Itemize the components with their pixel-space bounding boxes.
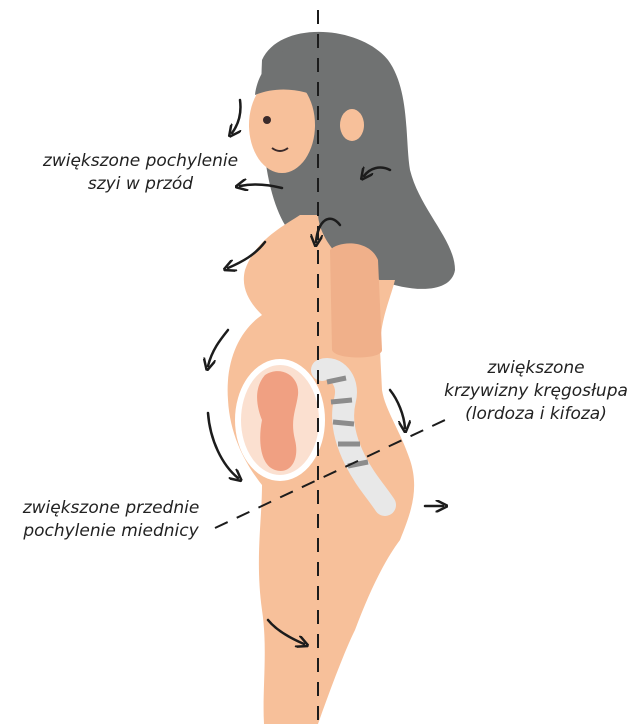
pelvis-label-line2: pochylenie miednicy [0, 520, 222, 543]
pelvis-label-line1: zwiększone przednie [0, 497, 222, 520]
arm [330, 243, 382, 357]
ear [340, 109, 364, 141]
neck-label-line2: szyi w przód [18, 173, 263, 196]
neck-label-line1: zwiększone pochylenie [18, 150, 263, 173]
fetus [257, 371, 298, 471]
neck-tilt-label: zwiększone pochylenie szyi w przód [18, 150, 263, 196]
arrow-belly-top [208, 330, 228, 366]
spine-curvature-label: zwiększone krzywizny kręgosłupa (lordoza… [430, 357, 642, 426]
spine-label-line1: zwiększone [430, 357, 642, 380]
eye [263, 116, 271, 124]
pelvis-tilt-label: zwiększone przednie pochylenie miednicy [0, 497, 222, 543]
spine-label-line3: (lordoza i kifoza) [430, 403, 642, 426]
arrow-head-tilt [232, 100, 241, 133]
spine-label-line2: krzywizny kręgosłupa [430, 380, 642, 403]
